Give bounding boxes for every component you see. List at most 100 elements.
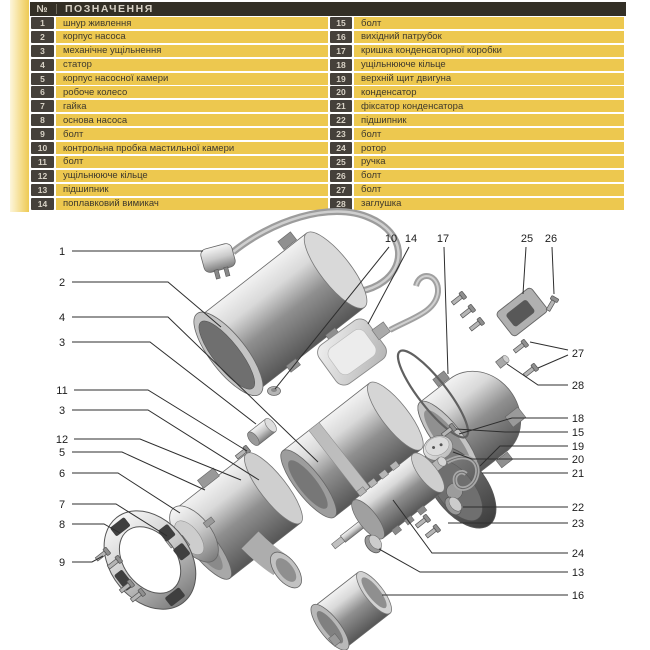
leader-line-15-20 [455, 428, 568, 433]
legend-number-8: 8 [31, 114, 54, 127]
legend-number-25: 25 [330, 155, 352, 168]
legend-label-24: ротор [354, 142, 624, 155]
callout-number-28: 28 [572, 380, 584, 392]
legend-label-1: шнур живлення [56, 17, 328, 29]
leader-line-20-22 [452, 451, 568, 460]
leader-line-11-4 [74, 389, 248, 452]
header-divider [56, 4, 57, 14]
callout-number-12: 12 [56, 434, 68, 446]
legend-label-6: робоче колесо [56, 86, 328, 99]
leader-line-6-8 [72, 472, 181, 514]
legend-number-2: 2 [31, 30, 54, 43]
legend-number-15: 15 [330, 17, 352, 29]
part-oil-plug [267, 386, 281, 396]
legend-number-3: 3 [31, 44, 54, 57]
legend-number-6: 6 [31, 86, 54, 99]
legend-number-9: 9 [31, 128, 54, 141]
legend-label-12: ущільнююче кільце [56, 169, 328, 182]
legend-label-19: верхній щит двигуна [354, 72, 624, 85]
legend-number-18: 18 [330, 58, 352, 71]
legend-label-17: кришка конденсаторної коробки [354, 44, 624, 57]
part-outlet-pipe [310, 571, 392, 650]
part-capacitor [422, 435, 454, 461]
part-float-switch [317, 318, 391, 386]
callout-number-21: 21 [572, 468, 584, 480]
plug [200, 243, 236, 280]
legend-label-10: контрольна пробка мастильної камери [56, 142, 328, 155]
legend-number-5: 5 [31, 72, 54, 85]
callout-number-11: 11 [56, 385, 67, 397]
callout-number-10: 10 [385, 233, 397, 245]
legend-label-26: болт [354, 169, 624, 182]
leader-line-27-17 [529, 341, 569, 351]
leader-line-14-13 [367, 246, 410, 325]
legend-label-27: болт [354, 183, 624, 196]
legend-number-12: 12 [31, 169, 54, 182]
legend-number-24: 24 [330, 142, 352, 155]
part-mechanical-seal-upper [247, 418, 277, 446]
callout-number-2: 2 [59, 277, 65, 289]
legend-label-25: ручка [354, 155, 624, 168]
legend-label-16: вихідний патрубок [354, 30, 624, 43]
part-capacitor-fixator-outline [446, 456, 478, 489]
legend-number-17: 17 [330, 44, 352, 57]
leader-line-17-14 [443, 246, 449, 375]
legend-label-7: гайка [56, 100, 328, 113]
callout-number-23: 23 [572, 518, 584, 530]
callout-number-3: 3 [59, 337, 65, 349]
legend-number-11: 11 [31, 155, 54, 168]
leader-line-26-16 [551, 246, 555, 295]
callout-number-19: 19 [572, 441, 584, 453]
legend-number-14: 14 [31, 197, 54, 210]
legend-number-20: 20 [330, 86, 352, 99]
part-handle [496, 287, 548, 337]
legend-number-19: 19 [330, 72, 352, 85]
leader-line-4-2 [72, 316, 319, 463]
bolt-23b [423, 523, 442, 540]
legend-label-21: фіксатор конденсатора [354, 100, 624, 113]
leader-line-12-6 [74, 438, 242, 481]
legend-number-13: 13 [31, 183, 54, 196]
leader-line-5-7 [72, 451, 206, 491]
leader-line-8-10 [72, 523, 121, 534]
legend-label-13: підшипник [56, 183, 328, 196]
legend-label-15: болт [354, 17, 624, 29]
leader-line-24-26 [392, 499, 568, 554]
legend-label-14: поплавковий вимикач [56, 197, 328, 210]
legend-number-1: 1 [31, 17, 54, 29]
legend-label-4: статор [56, 58, 328, 71]
leader-line-13-27 [378, 548, 568, 573]
callout-number-25: 25 [521, 233, 533, 245]
callout-number-13: 13 [572, 567, 584, 579]
legend-label-22: підшипник [354, 114, 624, 127]
legend-label-11: болт [56, 155, 328, 168]
callout-number-18: 18 [572, 413, 584, 425]
leader-line-18-19 [458, 417, 568, 435]
callout-number-3: 3 [59, 405, 65, 417]
callout-number-22: 22 [572, 502, 584, 514]
legend-number-7: 7 [31, 100, 54, 113]
callout-number-20: 20 [572, 454, 584, 466]
legend-label-23: болт [354, 128, 624, 141]
part-elbow-flange [270, 551, 302, 589]
legend-number-22: 22 [330, 114, 352, 127]
callout-number-26: 26 [545, 233, 557, 245]
callout-number-15: 15 [572, 427, 584, 439]
bolt-cluster-b [458, 303, 477, 320]
leader-line-2-1 [72, 281, 222, 328]
callout-number-17: 17 [437, 233, 449, 245]
callout-number-4: 4 [59, 312, 65, 324]
bolt-26 [544, 295, 560, 313]
leader-line-27-17 [537, 354, 569, 369]
leader-line-3-3 [72, 341, 257, 425]
legend-number-16: 16 [330, 30, 352, 43]
legend-number-27: 27 [330, 183, 352, 196]
callout-number-8: 8 [59, 519, 65, 531]
callout-number-24: 24 [572, 548, 584, 560]
callout-number-9: 9 [59, 557, 65, 569]
float-switch-cable-highlight [389, 275, 440, 331]
callout-number-1: 1 [59, 246, 65, 258]
legend-number-26: 26 [330, 169, 352, 182]
